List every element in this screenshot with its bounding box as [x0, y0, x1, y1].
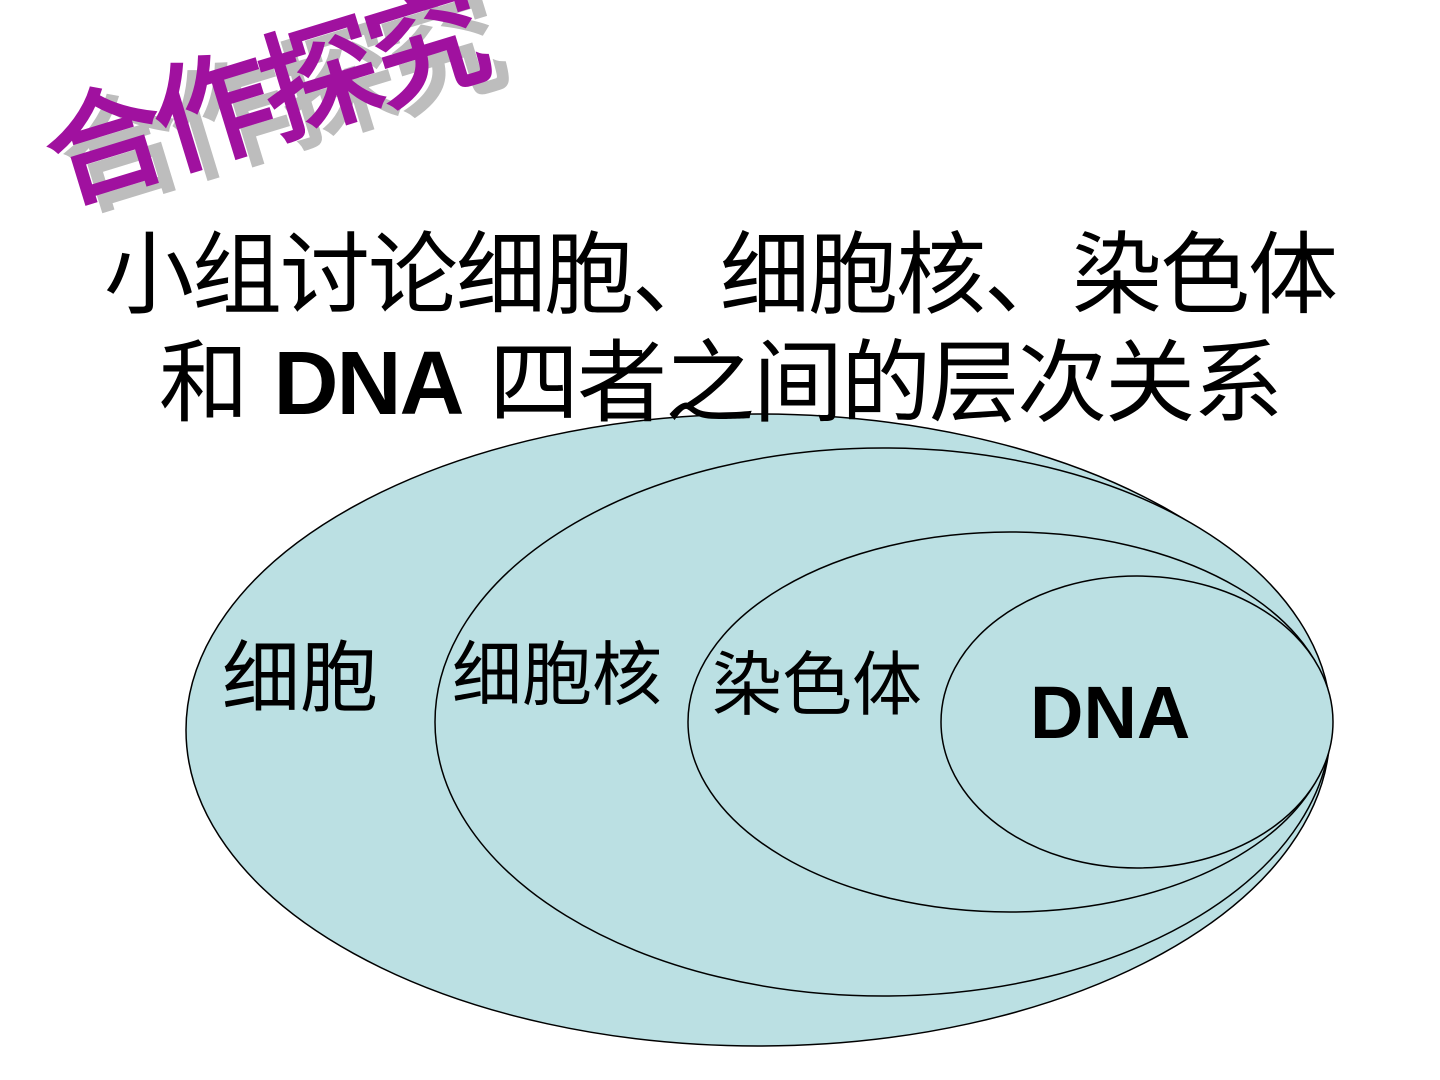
question-text: 小组讨论细胞、细胞核、染色体 和 DNA 四者之间的层次关系: [0, 222, 1440, 438]
ellipse-dna: [940, 575, 1334, 869]
question-line-2-suffix: 四者之间的层次关系: [462, 331, 1283, 436]
question-line-2: 和 DNA 四者之间的层次关系: [0, 330, 1440, 438]
question-line-1: 小组讨论细胞、细胞核、染色体: [104, 223, 1338, 328]
label-dna: DNA: [1030, 671, 1191, 754]
question-term-dna: DNA: [273, 334, 465, 434]
label-nucleus: 细胞核: [452, 634, 662, 716]
label-cell: 细胞: [222, 634, 379, 724]
label-chromosome: 染色体: [712, 644, 922, 726]
question-line-2-prefix: 和: [158, 331, 274, 436]
